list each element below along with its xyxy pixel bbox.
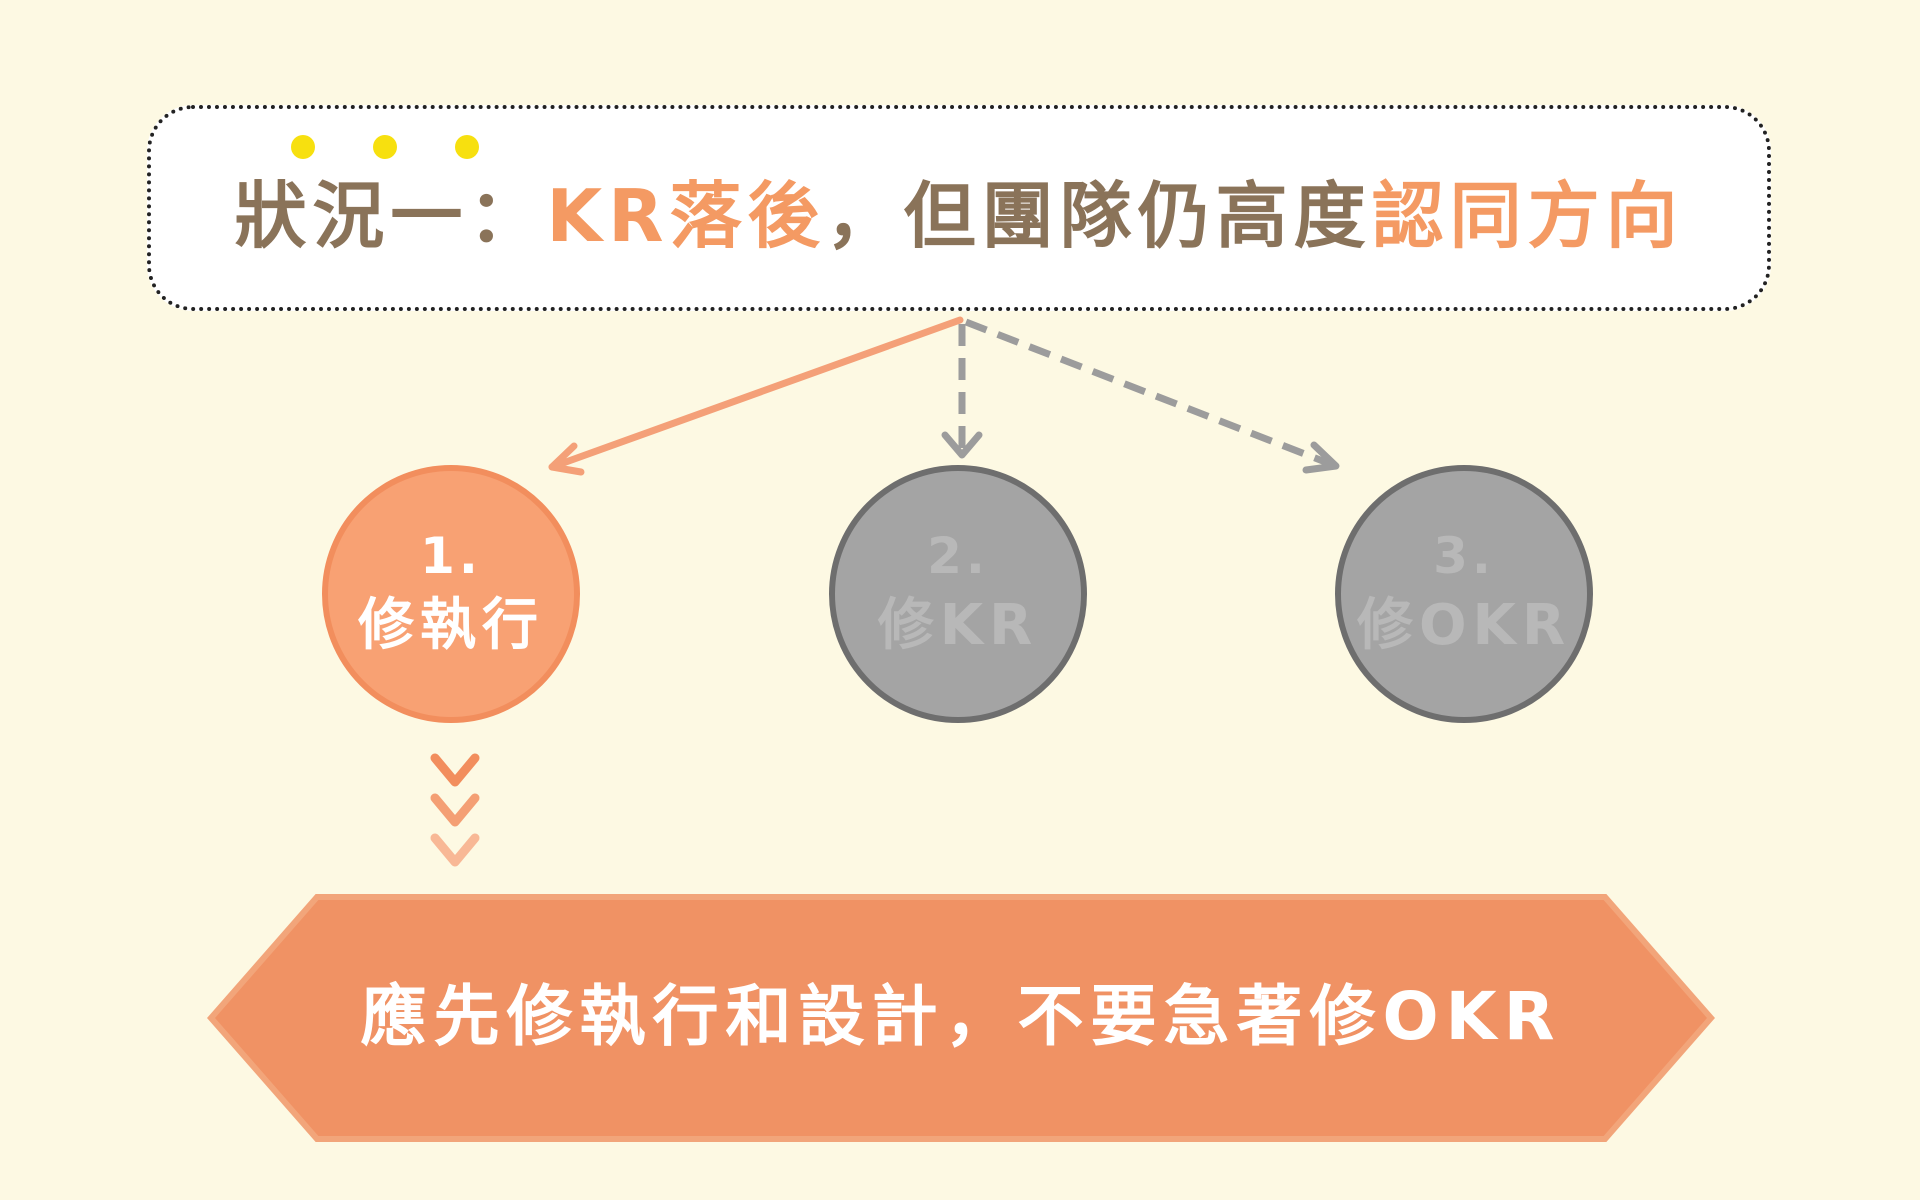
- option-3-label: 修OKR: [1356, 593, 1572, 658]
- option-1-circle: 1. 修執行: [322, 465, 580, 723]
- conclusion-banner: 應先修執行和設計，不要急著修OKR: [205, 893, 1717, 1143]
- option-3-circle: 3. 修OKR: [1335, 465, 1593, 723]
- banner-shape: [207, 894, 1715, 1142]
- option-3-number: 3.: [1433, 527, 1495, 585]
- title-text: 狀況一：KR落後，但團隊仍高度認同方向: [151, 171, 1767, 261]
- dot-icon: [373, 135, 397, 159]
- title-team-agrees: ，但團隊仍高度: [825, 174, 1372, 258]
- option-1-number: 1.: [420, 527, 482, 585]
- title-direction: 認同方向: [1371, 174, 1684, 258]
- option-2-label: 修KR: [877, 593, 1039, 658]
- option-1-label: 修執行: [358, 593, 544, 658]
- chevron-down-icon: [430, 753, 480, 867]
- option-2-circle: 2. 修KR: [829, 465, 1087, 723]
- title-box: 狀況一：KR落後，但團隊仍高度認同方向: [147, 105, 1771, 311]
- decorative-dots: [291, 135, 479, 159]
- dot-icon: [455, 135, 479, 159]
- dot-icon: [291, 135, 315, 159]
- arrow-to-option-3: [964, 318, 1340, 474]
- title-situation: 狀況一：: [234, 174, 547, 258]
- title-kr-behind: KR落後: [546, 174, 826, 258]
- conclusion-text: 應先修執行和設計，不要急著修OKR: [360, 978, 1562, 1055]
- option-2-number: 2.: [927, 527, 989, 585]
- arrow-to-option-1: [548, 316, 964, 476]
- arrow-to-option-2: [941, 324, 983, 459]
